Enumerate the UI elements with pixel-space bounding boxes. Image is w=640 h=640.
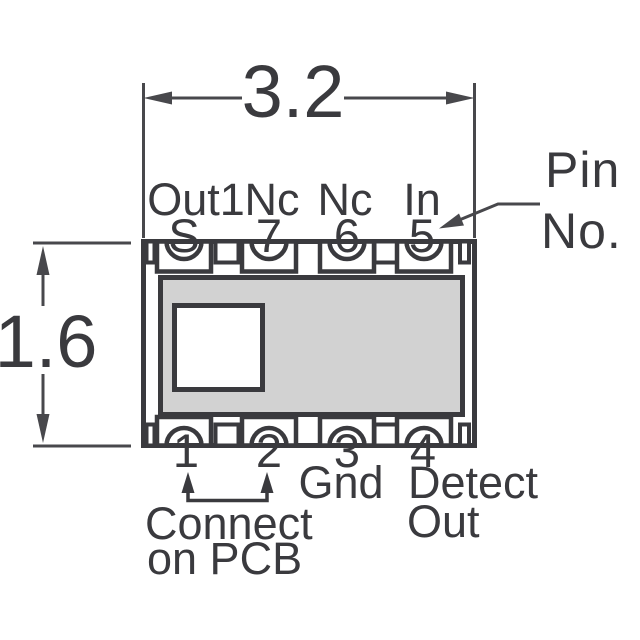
connect-line1: Connect [145, 498, 313, 549]
top-pad-s [154, 239, 214, 274]
bottom-pin-numbers: 1 2 3 4 [173, 424, 436, 477]
sensor-window [172, 303, 265, 392]
pin-6-function-label: Nc [318, 174, 373, 225]
pin-7-function-label: Nc [245, 174, 300, 225]
detect-out-line2: Out [407, 496, 480, 547]
top-pin-numbers: S 7 6 5 [168, 209, 435, 262]
height-dimension-label: 1.6 [0, 300, 97, 383]
bracket-arrow-pin1-icon [181, 472, 195, 493]
top-pad-7 [239, 239, 299, 274]
bracket-line [186, 491, 269, 503]
pin-5-function-label: In [403, 174, 441, 225]
left-arrow-icon [143, 91, 172, 105]
callout-arrow-icon [439, 213, 464, 229]
bottom-pad-1 [154, 414, 214, 448]
pin-s-number: S [168, 209, 199, 262]
bottom-pad-4 [394, 414, 454, 448]
top-right-corner-tab [458, 239, 471, 265]
top-tab-1 [213, 239, 241, 265]
callout-leader-line [451, 202, 540, 225]
pin-7-number: 7 [256, 209, 282, 262]
bottom-pad-2 [239, 414, 299, 448]
pin-1-number: 1 [173, 424, 199, 477]
bottom-left-corner-tab [144, 422, 157, 448]
bottom-tab-2 [372, 422, 400, 448]
top-tab-2 [372, 239, 400, 265]
pin-2-number: 2 [256, 424, 282, 477]
gnd-label: Gnd [298, 457, 383, 508]
up-arrow-icon [36, 246, 50, 275]
height-dimension: 1.6 [0, 241, 131, 448]
bottom-annotations: Gnd Detect Out Connect on PCB [145, 457, 539, 584]
pin-5-number: 5 [409, 209, 435, 262]
pin-4-number: 4 [410, 424, 436, 477]
top-pin-function-labels: Out1 Nc Nc In [147, 174, 441, 225]
width-dimension: 3.2 [142, 50, 476, 238]
pin-callout-line1: Pin [545, 142, 620, 198]
bracket-arrow-pin2-icon [260, 472, 274, 493]
width-dimension-label: 3.2 [242, 50, 345, 133]
component-package [141, 239, 477, 448]
connect-line2: on PCB [147, 533, 302, 584]
bottom-right-corner-tab [458, 422, 471, 448]
pin-3-number: 3 [334, 424, 360, 477]
bottom-tab-1 [213, 422, 241, 448]
top-pad-5 [394, 239, 454, 274]
detect-out-line1: Detect [408, 457, 539, 508]
bottom-pad-3 [317, 414, 377, 448]
right-arrow-icon [446, 91, 475, 105]
connect-bracket [181, 472, 274, 503]
top-left-corner-tab [144, 239, 157, 265]
pin-s-function-label: Out1 [147, 174, 245, 225]
pin-6-number: 6 [334, 209, 360, 262]
pin-callout-line2: No. [541, 203, 622, 259]
down-arrow-icon [36, 414, 50, 443]
pin-number-callout: Pin No. [439, 142, 622, 259]
top-pad-6 [317, 239, 377, 274]
